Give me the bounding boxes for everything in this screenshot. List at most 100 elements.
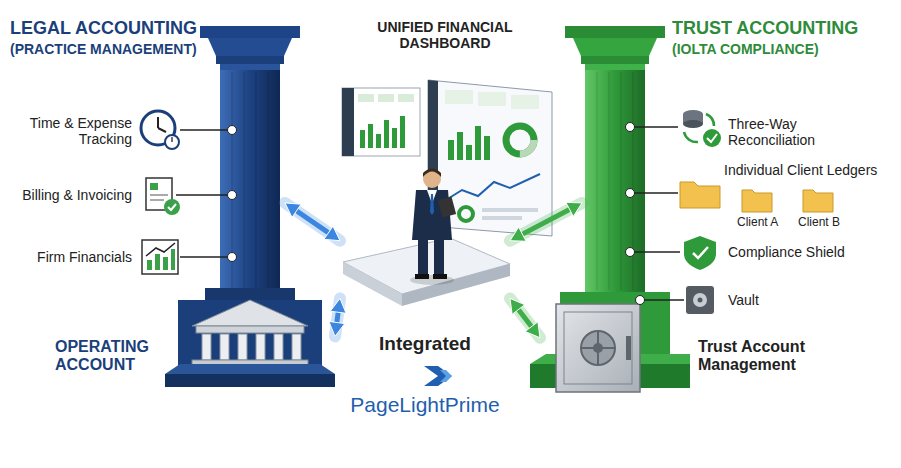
left-pillar-art-part	[208, 38, 292, 56]
folder-icons-part	[680, 182, 720, 208]
arrow-shaft	[517, 308, 532, 328]
arrow-shaft	[295, 210, 330, 234]
arrow-glow	[510, 298, 540, 337]
left-pillar-art-part	[165, 364, 335, 374]
chart-icon-part	[146, 243, 175, 256]
left-leader-lines-part	[228, 126, 237, 135]
right-leader-lines-part	[636, 296, 645, 305]
dashboard-screens-part	[446, 174, 540, 200]
clock-icon-part	[165, 135, 179, 149]
chart-icon-part	[171, 249, 175, 270]
logo-chevron	[424, 366, 452, 386]
chart-icon-part	[163, 257, 168, 270]
dashboard-screens-part	[506, 126, 534, 154]
arrow-head	[566, 202, 582, 216]
reconciliation-icon-part	[703, 129, 721, 147]
dashboard-screens-part	[484, 136, 490, 160]
vault-icon-part	[686, 286, 714, 314]
node-heading: LEGAL ACCOUNTING	[10, 18, 197, 39]
double-arrow	[285, 203, 340, 241]
right-pillar-art-part	[581, 56, 649, 64]
businessman-figure-part	[430, 194, 434, 215]
dashboard-screens	[342, 80, 552, 236]
vault-icon	[686, 286, 714, 314]
dashboard-screens-part	[428, 80, 552, 236]
arrow-head	[329, 321, 345, 336]
invoice-icon-part	[150, 200, 164, 201]
client-label: Client B	[798, 216, 840, 230]
client-label: Client A	[737, 216, 778, 230]
right-pillar-art-part	[565, 26, 665, 38]
left-pillar-art-part	[220, 334, 229, 360]
node-heading: OPERATING ACCOUNT	[55, 338, 165, 375]
businessman-figure-part	[418, 236, 428, 276]
feature-label: Compliance Shield	[728, 244, 845, 260]
chart-icon	[142, 240, 178, 274]
left-pillar-art-part	[205, 288, 295, 300]
clock-icon-part	[157, 117, 159, 128]
reconciliation-icon-part	[684, 132, 698, 142]
legal-pillar: LEGAL ACCOUNTING(PRACTICE MANAGEMENT)	[215, 30, 285, 292]
right-pillar-art-part	[609, 72, 610, 290]
dashboard-screens-part	[466, 145, 472, 160]
folder-icons-part	[742, 190, 772, 212]
shield-icon-part	[684, 236, 716, 270]
right-pillar-art-part	[585, 64, 645, 70]
invoice-icon-part	[150, 183, 158, 190]
reconciliation-icon	[683, 110, 721, 147]
folder-icons	[680, 182, 833, 212]
left-pillar-art-part	[196, 326, 304, 333]
node-subheading: (IOLTA COMPLIANCE)	[672, 41, 819, 57]
right-pillar-art-part	[573, 38, 657, 56]
clock-icon-part	[171, 137, 172, 142]
trust-pillar: TRUST ACCOUNTING(IOLTA COMPLIANCE)	[582, 30, 648, 292]
dashboard-screens-part	[376, 134, 381, 148]
dashboard-screens-part	[368, 124, 373, 148]
left-leader-lines-part	[180, 129, 232, 131]
arrow-head	[525, 322, 540, 338]
arrow-head	[324, 226, 340, 241]
feature-label: Billing & Invoicing	[0, 187, 132, 203]
node-heading: TRUST ACCOUNTING	[672, 18, 858, 39]
platform-art-part	[343, 262, 402, 306]
left-pillar-art-part	[165, 374, 335, 387]
dashboard-screens-part	[478, 92, 506, 106]
left-leader-lines-part	[180, 256, 232, 258]
dashboard-screens-part	[360, 130, 365, 148]
dashboard-screens-part	[378, 94, 394, 102]
right-pillar-art-part	[633, 72, 634, 290]
folder-icons-part	[803, 190, 833, 212]
dashboard-screens-part	[392, 128, 397, 148]
right-pillar-art-part	[626, 336, 631, 360]
left-pillar-art-part	[178, 300, 322, 368]
logo-chevron-part	[424, 366, 452, 386]
feature-label: Vault	[728, 292, 759, 308]
right-leader-lines-part	[626, 248, 635, 257]
reconciliation-icon-part	[707, 134, 717, 142]
dashboard-screens-part	[342, 88, 420, 156]
right-leader-lines-part	[626, 123, 635, 132]
node-heading: Trust Account Management	[698, 338, 830, 375]
businessman-figure-part	[438, 196, 456, 217]
invoice-icon-part	[150, 195, 168, 196]
right-leader-lines	[626, 123, 685, 305]
dashboard-panel: UNIFIED FINANCIAL DASHBOARD	[335, 15, 555, 240]
dashboard-screens-part	[342, 88, 354, 156]
node-subheading: (PRACTICE MANAGEMENT)	[10, 41, 197, 57]
dashboard-screens-part	[398, 94, 414, 102]
arrow-head	[330, 298, 346, 313]
right-pillar-art-part	[564, 312, 632, 384]
left-pillar-art-part	[200, 26, 300, 38]
invoice-icon-part	[168, 204, 176, 210]
clock-icon-part	[158, 128, 166, 132]
left-pillar-art-part	[202, 334, 211, 360]
clock-icon	[141, 111, 179, 149]
dashboard-screens-part	[482, 208, 538, 212]
right-pillar-art-part	[585, 70, 645, 292]
trust-management-base: Trust Account Management	[540, 295, 690, 390]
vault-icon-part	[698, 298, 703, 303]
dashboard-screens-part	[400, 116, 405, 148]
operating-account-base: OPERATING ACCOUNT	[165, 295, 335, 387]
left-leader-lines-part	[176, 194, 232, 196]
